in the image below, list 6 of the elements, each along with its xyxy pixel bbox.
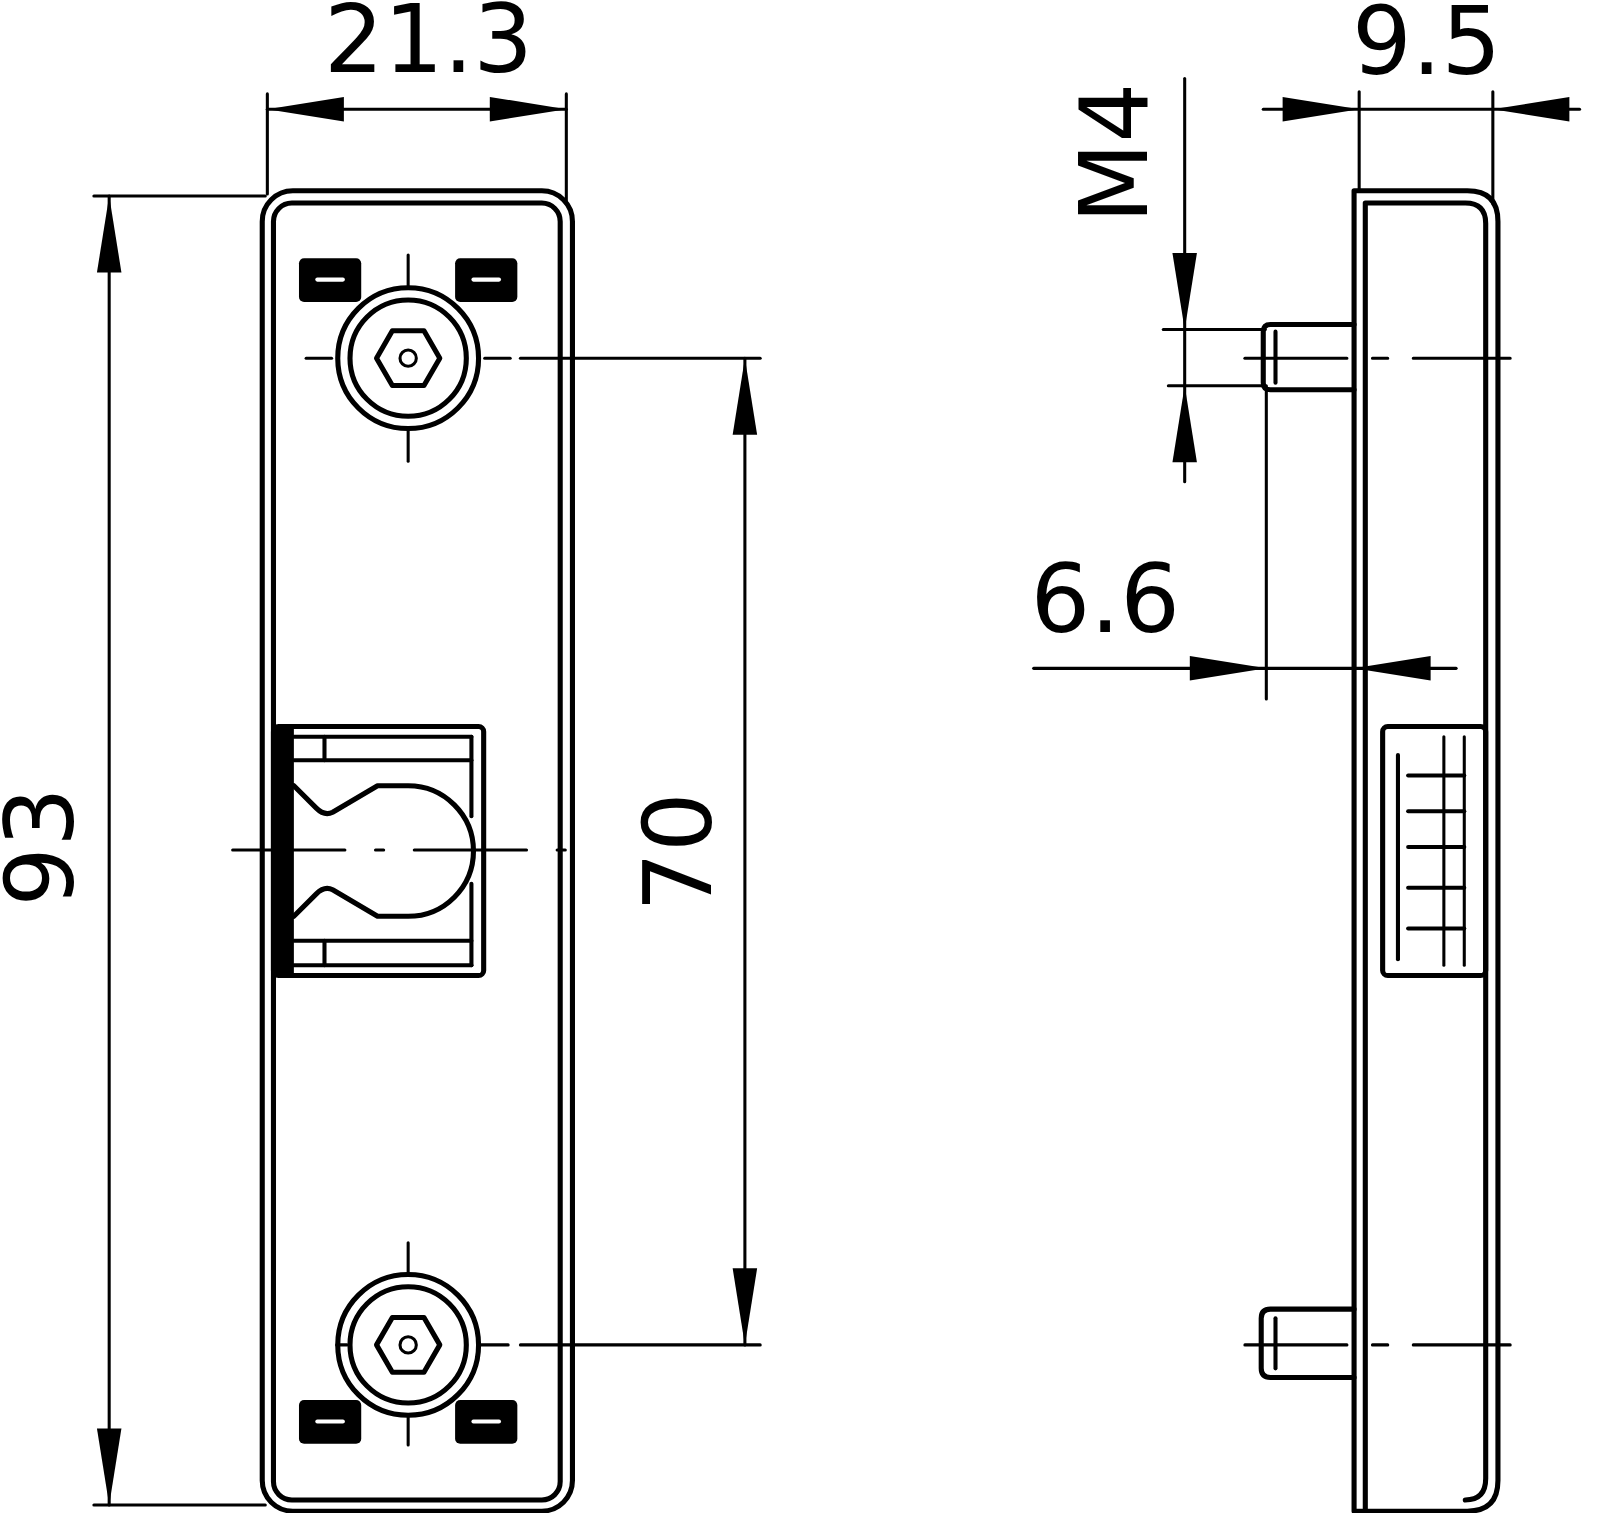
dimension-value: 6.6 (1030, 553, 1180, 647)
dimension-value: M4 (1068, 82, 1163, 224)
dimension-value: 9.5 (1352, 0, 1502, 90)
dimension-value: 93 (0, 787, 88, 907)
dimension-value: 21.3 (324, 0, 533, 88)
dimension-value: 70 (631, 792, 726, 912)
